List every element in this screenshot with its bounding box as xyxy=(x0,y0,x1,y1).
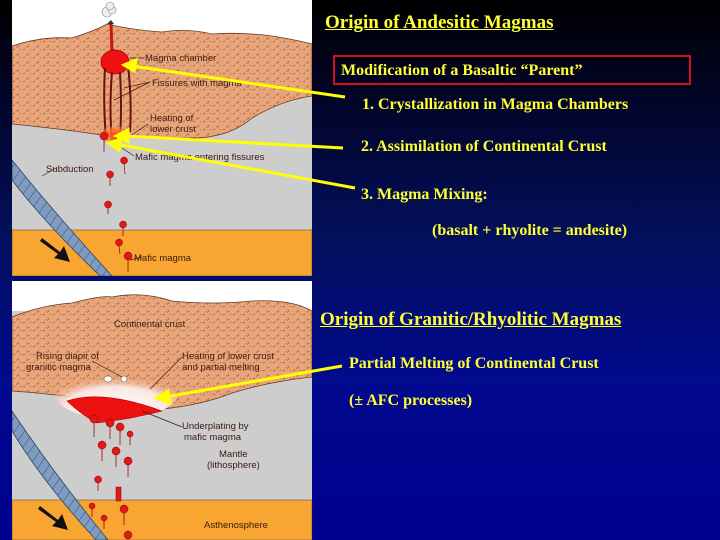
label-heating-1: Heating of xyxy=(150,113,194,124)
label-heating-1: Heating of lower crust xyxy=(182,351,274,362)
label-subduction: Subduction xyxy=(46,164,94,175)
mixing-detail: (basalt + rhyolite = andesite) xyxy=(432,222,628,239)
item-crystallization: 1. Crystallization in Magma Chambers xyxy=(362,96,629,113)
label-magma-chamber: Magma chamber xyxy=(145,53,216,64)
item-magma-mixing: 3. Magma Mixing: xyxy=(361,186,488,203)
label-heating-2: lower crust xyxy=(150,124,196,135)
subducting-slab xyxy=(12,159,113,276)
label-underplating-2: mafic magma xyxy=(184,432,242,443)
label-mafic-entering: Mafic magma entering fissures xyxy=(135,152,265,163)
heading-andesitic: Origin of Andesitic Magmas xyxy=(325,12,554,33)
item-partial-melting: Partial Melting of Continental Crust xyxy=(349,355,599,372)
label-mantle-1: Mantle xyxy=(219,449,248,460)
heading-granitic: Origin of Granitic/Rhyolitic Magmas xyxy=(320,309,622,330)
granitic-magma-diagram: Continental crust Rising diapir of grani… xyxy=(12,281,312,540)
basaltic-parent-box: Modification of a Basaltic “Parent” xyxy=(333,55,691,85)
label-underplating-1: Underplating by xyxy=(182,421,249,432)
subduction-arrow-icon xyxy=(38,506,68,530)
label-mafic-magma: Mafic magma xyxy=(134,253,192,264)
item-assimilation: 2. Assimilation of Continental Crust xyxy=(361,138,607,155)
subducting-slab xyxy=(12,410,109,540)
label-fissures: Fissures with magma xyxy=(152,78,242,89)
boxed-subtitle: Modification of a Basaltic “Parent” xyxy=(341,62,583,79)
item-afc: (± AFC processes) xyxy=(349,392,473,409)
label-asthenosphere: Asthenosphere xyxy=(204,520,268,531)
label-rising-2: granitic magma xyxy=(26,362,92,373)
andesitic-magma-diagram: Magma chamber Fissures with magma Heatin… xyxy=(12,0,312,276)
label-heating-2: and partial melting xyxy=(182,362,260,373)
subduction-arrow-icon xyxy=(40,238,70,262)
fissures xyxy=(103,65,132,141)
label-continental-crust: Continental crust xyxy=(114,319,186,330)
label-rising-1: Rising diapir of xyxy=(36,351,99,362)
label-mantle-2: (lithosphere) xyxy=(207,460,260,471)
mafic-droplets xyxy=(88,414,134,540)
